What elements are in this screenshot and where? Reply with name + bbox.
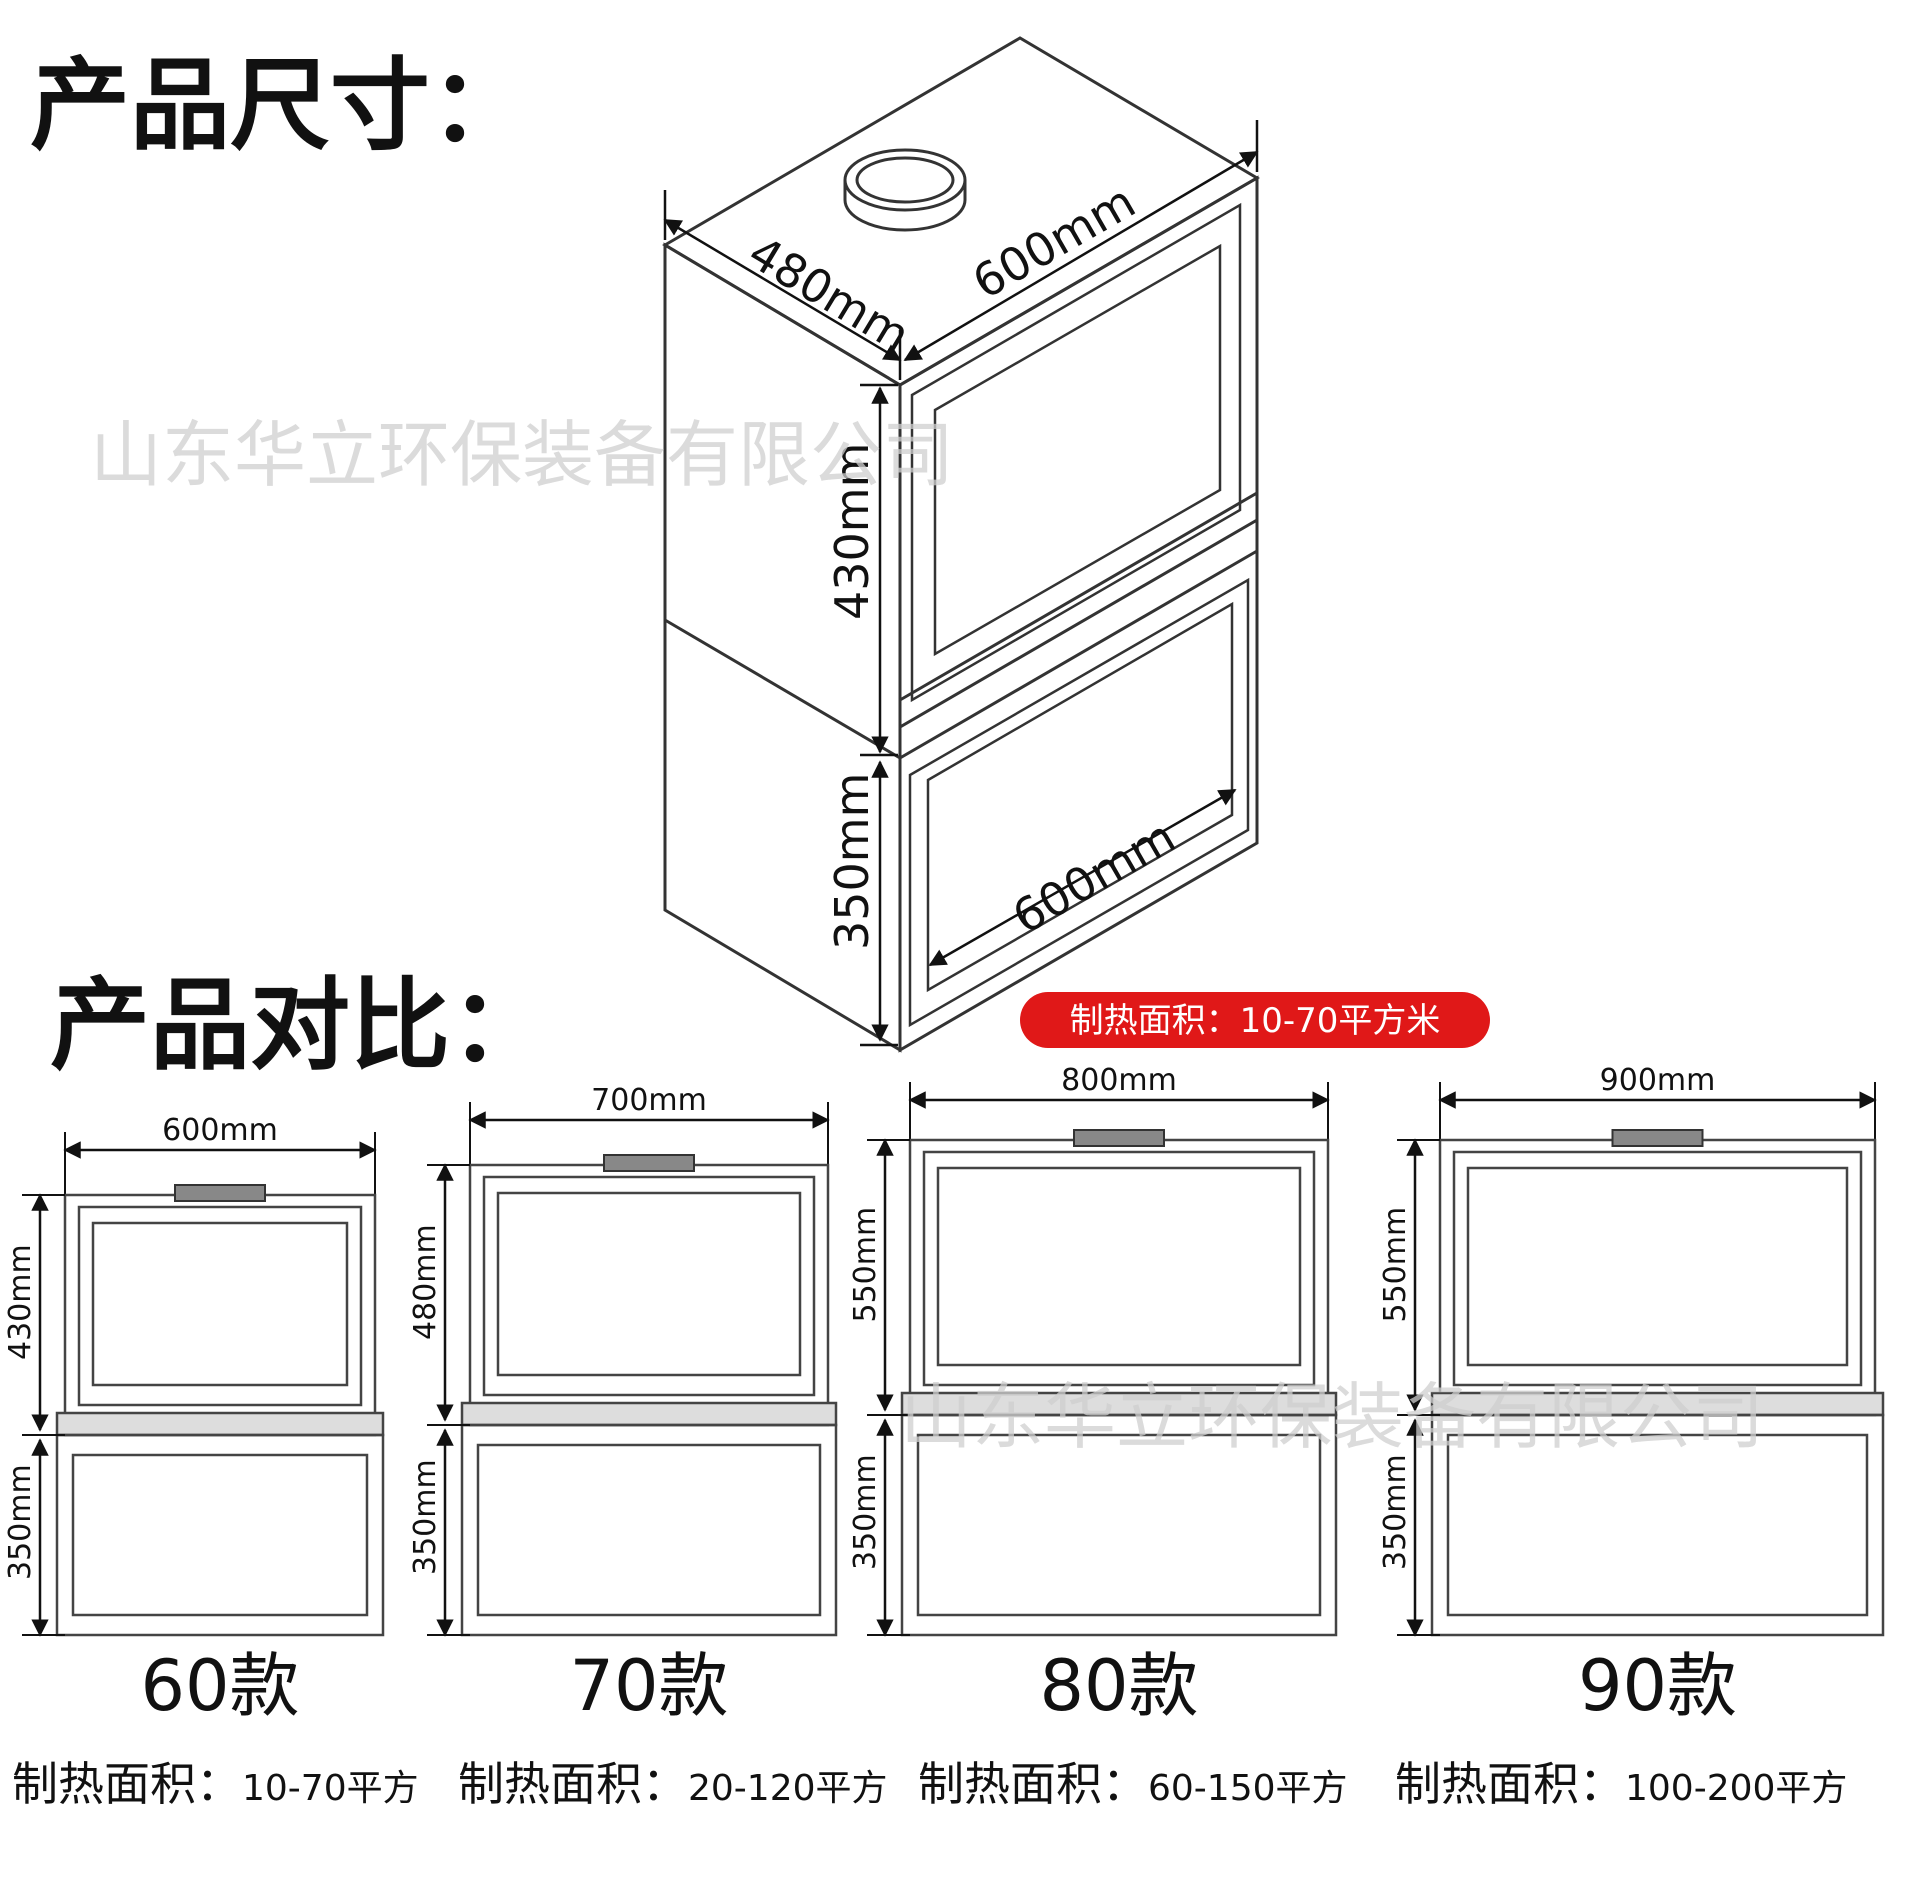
model-3: 800mm 550mm 350mm 80款 [848,1063,1338,1727]
model-door-frame [1452,1150,1863,1387]
model-name: 90款 [1578,1645,1737,1727]
model-name: 70款 [569,1645,728,1727]
model-spec-label: 制热面积： [12,1757,242,1811]
model-upper-label: 480mm [408,1224,443,1340]
model-width-label: 800mm [1061,1063,1177,1098]
model-glass [1466,1166,1849,1367]
model-spec-value: 10-70平方 [242,1768,419,1809]
model-lower-body [900,1413,1338,1637]
model-lower-body [460,1423,838,1637]
model-spec-value: 100-200平方 [1625,1768,1847,1809]
model-lower-label: 350mm [408,1459,443,1575]
model-width-label: 700mm [591,1083,707,1118]
iso-front-face [898,175,1259,1053]
model-upper-label: 550mm [1378,1207,1413,1323]
compare-section-title: 产品对比： [50,967,550,1084]
model-spec: 制热面积：100-200平方 [1395,1757,1847,1811]
iso-left-seam [664,618,901,760]
flue-collar-inner [855,156,955,204]
top-width-dim-line [903,150,1259,362]
model-door-frame [482,1175,816,1397]
model-top-handle [1611,1129,1704,1147]
model-upper-body [63,1193,377,1437]
watermark-top: 山东华立环保装备有限公司 [90,413,954,497]
model-spec-label: 制热面积： [1395,1757,1625,1811]
model-upper-body [908,1138,1330,1417]
model-spec-value: 60-150平方 [1148,1768,1348,1809]
model-lower-label: 350mm [3,1464,38,1580]
model-lower-panel [71,1453,369,1617]
model-lower-body [55,1433,385,1637]
iso-front-seam [899,549,1258,760]
watermark-bottom: 山东华立环保装备有限公司 [900,1375,1764,1459]
model-2: 700mm 480mm 350mm 70款 [408,1083,838,1727]
model-lower-panel [476,1443,822,1617]
heating-area-badge-text: 制热面积：10-70平方米 [1070,1001,1441,1041]
iso-lower-panel-outer [908,577,1250,1028]
model-upper-label: 430mm [3,1244,38,1360]
isometric-stove [662,36,1260,1053]
model-comparison-row: 600mm 430mm 350mm 60款 700mm 480mm 350mm 70款 800m… [3,1063,1885,1811]
heating-area-badge: 制热面积：10-70平方米 [1020,992,1490,1048]
size-section-title: 产品尺寸： [30,47,530,164]
model-band [460,1401,838,1427]
top-width-label: 600mm [964,174,1145,309]
model-width-label: 900mm [1600,1063,1716,1098]
model-1: 600mm 430mm 350mm 60款 [3,1113,385,1727]
model-spec-value: 20-120平方 [688,1768,888,1809]
model-door-frame [77,1205,363,1407]
model-spec-label: 制热面积： [458,1757,688,1811]
model-lower-panel [1446,1433,1869,1617]
iso-dimension-lines [663,120,1259,1047]
model-spec: 制热面积：10-70平方 [12,1757,419,1811]
model-glass [936,1166,1302,1367]
model-upper-label: 550mm [848,1207,883,1323]
model-upper-body [468,1163,830,1427]
model-upper-body [1438,1138,1877,1417]
model-lower-label: 350mm [848,1454,883,1570]
model-door-frame [922,1150,1316,1387]
model-spec: 制热面积：20-120平方 [458,1757,888,1811]
model-top-handle [603,1154,695,1172]
model-spec: 制热面积：60-150平方 [918,1757,1348,1811]
model-width-label: 600mm [162,1113,278,1148]
model-lower-panel [916,1433,1322,1617]
model-4: 900mm 550mm 350mm 90款 [1378,1063,1885,1727]
bottom-width-dim-line [928,788,1237,967]
model-top-handle [1073,1129,1165,1147]
model-glass [91,1221,349,1387]
model-band [55,1411,385,1437]
iso-upper-glass [933,243,1222,657]
lower-height-label: 350mm [825,773,879,950]
depth-dim-line [663,218,902,362]
model-name: 60款 [140,1645,299,1727]
iso-lower-panel-inner [926,601,1234,993]
bottom-width-label: 600mm [1004,809,1185,944]
iso-front-band [898,490,1259,730]
model-lower-label: 350mm [1378,1454,1413,1570]
model-glass [496,1191,802,1377]
model-top-handle [174,1184,266,1202]
model-spec-label: 制热面积： [918,1757,1148,1811]
model-name: 80款 [1039,1645,1198,1727]
model-lower-body [1430,1413,1885,1637]
upper-height-label: 430mm [825,443,879,620]
